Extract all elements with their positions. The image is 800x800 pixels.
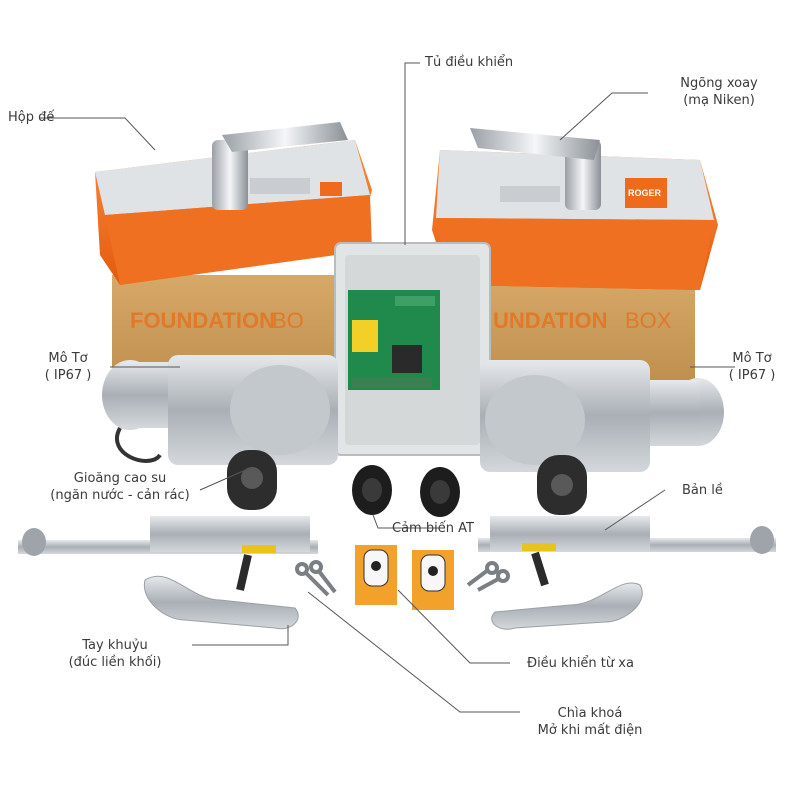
photocell-left xyxy=(352,465,392,515)
leader-lines xyxy=(40,62,735,713)
motor-right xyxy=(480,360,724,472)
callout-motor-left-line2: ( IP67 ) xyxy=(44,368,92,383)
remote-box-right xyxy=(412,550,454,610)
rubber-seal-left xyxy=(227,450,277,510)
rubber-seal-right xyxy=(537,455,587,515)
svg-text:BO: BO xyxy=(272,308,304,333)
callout-pivot: Ngõng xoay (mạ Niken) xyxy=(654,75,784,109)
remote-box-left xyxy=(355,545,397,605)
foundation-housing-left xyxy=(95,122,372,285)
callout-keys-line2: Mở khi mất điện xyxy=(537,723,643,738)
callout-crank-arm-line2: (đúc liền khối) xyxy=(68,655,162,670)
callout-control-box: Tủ điều khiển xyxy=(425,55,514,70)
photocell-right xyxy=(420,467,460,517)
callout-pivot-line1: Ngõng xoay xyxy=(680,76,758,91)
keys-right xyxy=(466,561,510,592)
callout-rubber-seal-line1: Gioăng cao su xyxy=(73,471,167,486)
keys-left xyxy=(295,560,337,597)
callout-pivot-line2: (mạ Niken) xyxy=(683,93,755,108)
callout-motor-right-line1: Mô Tơ xyxy=(732,351,772,366)
motor-left xyxy=(102,355,338,465)
crank-arm-right xyxy=(491,582,643,630)
callout-motor-left-line1: Mô Tơ xyxy=(48,351,88,366)
callout-motor-right: Mô Tơ ( IP67 ) xyxy=(712,350,792,384)
callout-keys-line1: Chìa khoá xyxy=(557,706,623,721)
control-box xyxy=(334,242,491,456)
callout-rubber-seal: Gioăng cao su (ngăn nước - cản rác) xyxy=(20,470,220,504)
callout-crank-arm-line1: Tay khuỷu xyxy=(82,638,148,653)
box-text-left: FOUNDATION xyxy=(130,308,275,333)
callout-motor-right-line2: ( IP67 ) xyxy=(728,368,776,383)
crank-arm-left xyxy=(143,575,299,630)
callout-remote: Điều khiển từ xa xyxy=(527,656,634,671)
hinge-bar-right xyxy=(478,516,776,587)
callout-keys: Chìa khoá Mở khi mất điện xyxy=(520,705,660,739)
callout-foundation-box: Hộp đế xyxy=(8,110,55,125)
callout-crank-arm: Tay khuỷu (đúc liền khối) xyxy=(40,637,190,671)
box-text-right: UNDATION xyxy=(493,308,607,333)
svg-text:ROGER: ROGER xyxy=(628,188,662,198)
callout-motor-left: Mô Tơ ( IP67 ) xyxy=(28,350,108,384)
foundation-housing-right: ROGER xyxy=(432,128,718,290)
hinge-bar-left xyxy=(18,516,318,591)
svg-text:BOX: BOX xyxy=(625,308,672,333)
callout-photocell: Cảm biến AT xyxy=(392,521,474,536)
callout-hinge: Bản lề xyxy=(682,483,723,498)
callout-rubber-seal-line2: (ngăn nước - cản rác) xyxy=(50,488,190,503)
